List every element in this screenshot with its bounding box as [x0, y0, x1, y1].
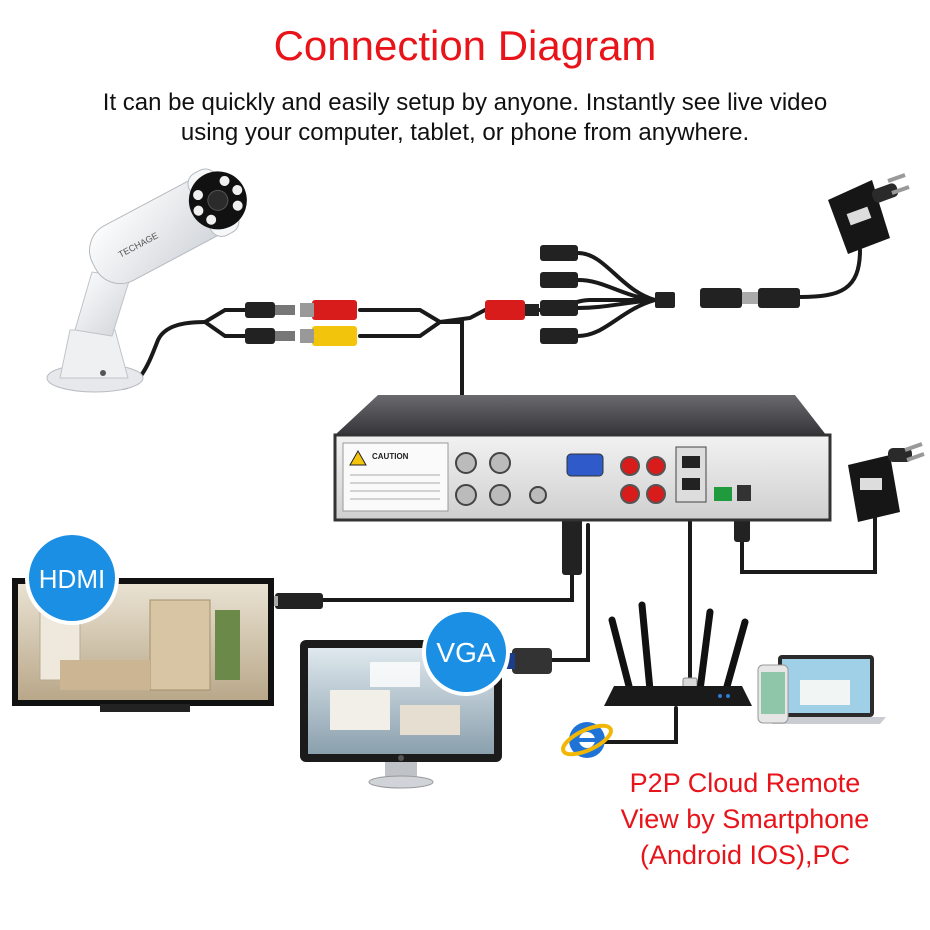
dvr-lan-port: [675, 446, 707, 503]
hdmi-cable: [320, 573, 574, 602]
vga-plug-monitor: [512, 648, 552, 674]
yellow-video-jack: [312, 326, 357, 346]
subtitle-line-2: using your computer, tablet, or phone fr…: [180, 119, 750, 146]
video-to-dvr: [358, 320, 464, 402]
power-adapter-bottom: [848, 442, 925, 522]
p2p-line-1: P2P Cloud Remote: [629, 768, 861, 798]
hdmi-plug-tv: [275, 593, 323, 609]
power-adapter-top: [828, 173, 910, 254]
connectors: [245, 245, 800, 699]
router: [604, 601, 752, 706]
camera-power-plug: [245, 302, 275, 318]
bullet-camera: TECHAGE: [46, 168, 247, 393]
diagram-title: Connection Diagram: [273, 22, 657, 69]
p2p-line-2: View by Smartphone: [620, 804, 870, 834]
camera-to-splitter-power: [358, 308, 487, 325]
hdmi-plug-dvr: [562, 515, 582, 575]
hdmi-badge: HDMI: [25, 531, 119, 625]
splitter-outputs: [540, 245, 578, 344]
red-power-jack: [312, 300, 357, 320]
hdmi-badge-text: HDMI: [39, 564, 105, 594]
subtitle-line-1: It can be quickly and easily setup by an…: [102, 89, 828, 116]
vga-badge: VGA: [422, 608, 510, 696]
p2p-cloud-text: P2P Cloud Remote View by Smartphone (And…: [590, 765, 900, 873]
rca-ports: [620, 456, 666, 504]
camera-video-plug: [245, 328, 275, 344]
camera-video-branch: [203, 320, 247, 338]
phone: [757, 664, 789, 724]
dvr-power-port: [737, 485, 751, 501]
vga-cable: [550, 523, 590, 662]
p2p-line-3: (Android IOS),PC: [639, 840, 851, 870]
browser-cable: [598, 706, 678, 744]
adapter-2-cable: [740, 513, 877, 574]
dvr-caution-label: CAUTION: [372, 452, 409, 461]
adapter-1-cable: [798, 248, 862, 299]
bnc-ports: [455, 452, 547, 506]
dvr-vga-port: [566, 453, 604, 477]
laptop: [766, 655, 886, 724]
splitter-input-jack: [485, 300, 525, 320]
dvr-recorder: CAUTION: [333, 395, 832, 522]
splitter-dc-jack: [700, 288, 742, 308]
cables: [116, 248, 877, 744]
diagram-subtitle: It can be quickly and easily setup by an…: [40, 88, 890, 148]
browser-icon: [561, 722, 613, 758]
camera-power-branch: [203, 308, 247, 324]
vga-badge-text: VGA: [436, 637, 495, 668]
